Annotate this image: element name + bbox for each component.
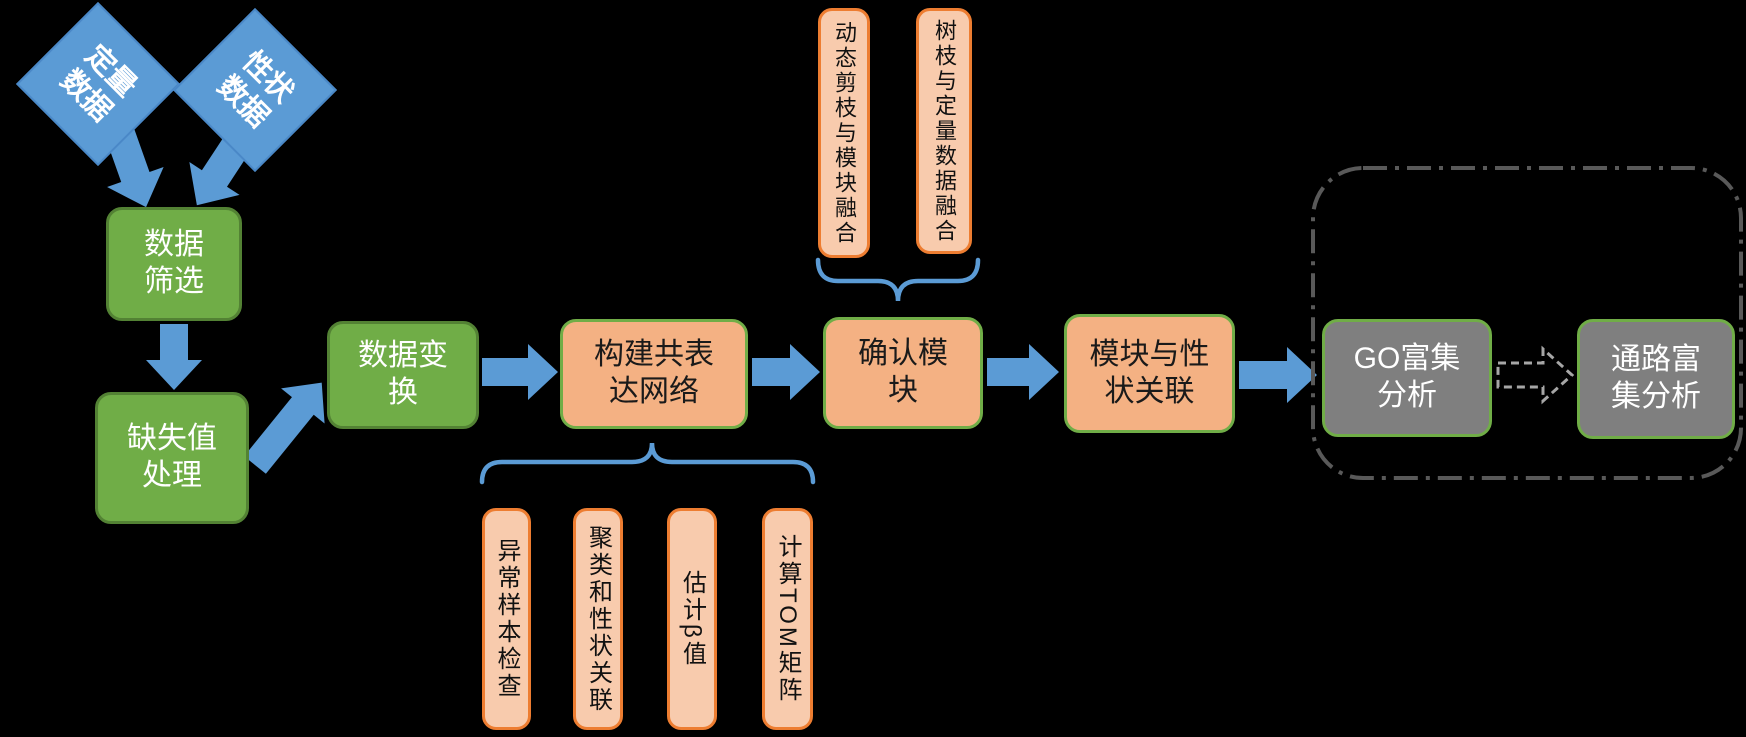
missing-value-label: 缺失值 处理 — [127, 422, 217, 492]
tom-matrix-label: 计算TOM矩阵 — [774, 534, 801, 704]
data-filter-label: 数据 筛选 — [144, 228, 204, 298]
pathway-enrichment-node: 通路富 集分析 — [1577, 319, 1735, 439]
missing-value-node: 缺失值 处理 — [95, 392, 249, 524]
arrow-go-to-pathway — [1496, 345, 1575, 405]
cluster-trait-label: 聚类和性状关联 — [584, 524, 612, 714]
build-network-label: 构建共表 达网络 — [594, 338, 714, 408]
arrow-modules-to-association — [987, 344, 1059, 400]
arrow-transform-to-network — [482, 344, 558, 400]
enrichment-group-outline — [1311, 166, 1743, 480]
outlier-check-node: 异常样本检查 — [482, 508, 531, 730]
data-transform-node: 数据变 换 — [327, 321, 479, 429]
arrow-missing-to-transform — [244, 382, 325, 474]
tree-quantitative-merge-label: 树枝与定量数据融合 — [932, 18, 957, 244]
arrow-network-to-modules — [752, 344, 820, 400]
estimate-beta-label: 估计β值 — [678, 570, 706, 668]
pathway-enrichment-label: 通路富 集分析 — [1611, 343, 1701, 413]
arrow-association-to-go — [1239, 347, 1317, 403]
data-transform-label: 数据变 换 — [358, 339, 448, 409]
cluster-trait-node: 聚类和性状关联 — [573, 508, 623, 730]
go-enrichment-label: GO富集 分析 — [1353, 342, 1461, 412]
build-network-node: 构建共表 达网络 — [560, 319, 748, 429]
brace-module-steps — [815, 257, 981, 302]
brace-network-steps — [479, 442, 816, 485]
data-filter-node: 数据 筛选 — [106, 207, 242, 321]
module-trait-node: 模块与性 状关联 — [1064, 314, 1235, 433]
estimate-beta-node: 估计β值 — [667, 508, 717, 730]
identify-modules-node: 确认模 块 — [823, 317, 983, 429]
dynamic-cut-merge-label: 动态剪枝与模块融合 — [832, 20, 857, 246]
input-quantitative-data-label: 定量 数据 — [54, 39, 143, 128]
dynamic-cut-merge-node: 动态剪枝与模块融合 — [818, 8, 870, 258]
input-trait-data-label: 性状 数据 — [211, 45, 300, 134]
arrow-filter-to-missing — [146, 324, 202, 390]
identify-modules-label: 确认模 块 — [858, 337, 948, 407]
tom-matrix-node: 计算TOM矩阵 — [762, 508, 813, 730]
go-enrichment-node: GO富集 分析 — [1322, 319, 1492, 437]
module-trait-label: 模块与性 状关联 — [1089, 337, 1210, 408]
tree-quantitative-merge-node: 树枝与定量数据融合 — [916, 8, 972, 254]
outlier-check-label: 异常样本检查 — [493, 538, 520, 700]
